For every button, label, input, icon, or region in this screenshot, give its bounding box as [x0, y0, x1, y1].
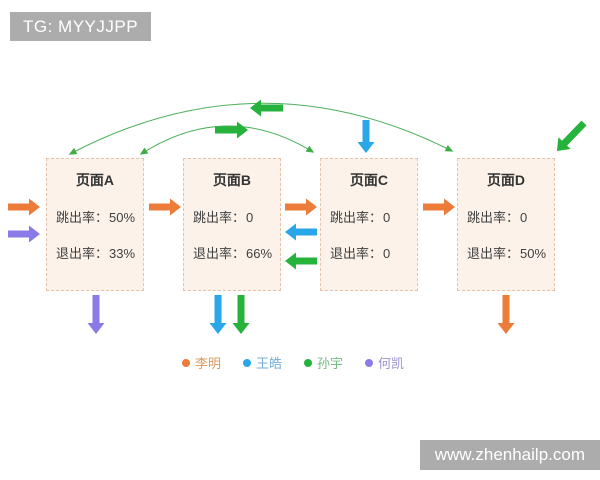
- legend-dot-green-icon: [304, 358, 313, 367]
- arrow-orange-exit-pageD: [497, 295, 515, 334]
- arrow-blue-entry-pageC: [357, 120, 375, 153]
- arrow-orange-pageA-pageB: [149, 198, 181, 216]
- arrow-orange-pageC-pageD: [423, 198, 455, 216]
- legend-label: 孙宇: [317, 356, 344, 371]
- watermark: www.zhenhailp.com: [419, 440, 600, 470]
- exit-rate-row: 退出率：50%: [467, 246, 547, 261]
- page-title: 页面D: [486, 172, 526, 188]
- page-box-B: 页面B 跳出率：0 退出率：66%: [183, 158, 281, 291]
- arrow-green-arc-right: [215, 121, 248, 139]
- legend: 李明 王皓 孙宇 何凯: [182, 353, 404, 372]
- arrow-green-pageC-pageB: [285, 252, 317, 270]
- bounce-rate-row: 跳出率：0: [330, 210, 391, 225]
- page-box-C: 页面C 跳出率：0 退出率：0: [320, 158, 418, 291]
- legend-dot-blue-icon: [243, 358, 252, 367]
- bounce-rate-row: 跳出率：50%: [56, 210, 136, 225]
- bounce-rate-row: 跳出率：0: [193, 210, 254, 225]
- page-box-A: 页面A 跳出率：50% 退出率：33%: [46, 158, 144, 291]
- page-title: 页面C: [349, 172, 389, 188]
- arrow-green-exit-pageB: [232, 295, 250, 334]
- legend-item-liming: 李明: [182, 353, 221, 372]
- page-title: 页面B: [212, 172, 252, 188]
- exit-rate-row: 退出率：0: [330, 246, 391, 261]
- legend-label: 李明: [195, 356, 222, 371]
- exit-rate-row: 退出率：33%: [56, 246, 136, 261]
- arc-pageD-pageA: [68, 102, 454, 155]
- arrow-orange-pageB-pageC: [285, 198, 317, 216]
- legend-label: 何凯: [378, 356, 405, 371]
- legend-item-hekai: 何凯: [365, 353, 404, 372]
- arrow-green-arc-left: [250, 99, 283, 117]
- arrow-orange-entry-pageA: [8, 198, 40, 216]
- page-title: 页面A: [75, 172, 115, 188]
- arrow-blue-exit-pageB: [209, 295, 227, 334]
- legend-dot-purple-icon: [365, 358, 374, 367]
- bounce-rate-row: 跳出率：0: [467, 210, 528, 225]
- legend-item-sunyu: 孙宇: [304, 353, 343, 372]
- tag-label: TG: MYYJJPP: [10, 12, 152, 41]
- legend-label: 王皓: [256, 356, 283, 371]
- legend-dot-orange-icon: [182, 358, 190, 367]
- arc-pageA-pageC: [139, 125, 315, 155]
- arrow-blue-pageC-pageB: [285, 223, 317, 241]
- arrow-green-entry-pageD: [556, 120, 587, 152]
- page-box-D: 页面D 跳出率：0 退出率：50%: [457, 158, 555, 291]
- exit-rate-row: 退出率：66%: [193, 246, 273, 261]
- arrow-purple-exit-pageA: [87, 295, 105, 334]
- arrow-purple-entry-pageA: [8, 225, 40, 243]
- legend-item-wanghao: 王皓: [243, 353, 282, 372]
